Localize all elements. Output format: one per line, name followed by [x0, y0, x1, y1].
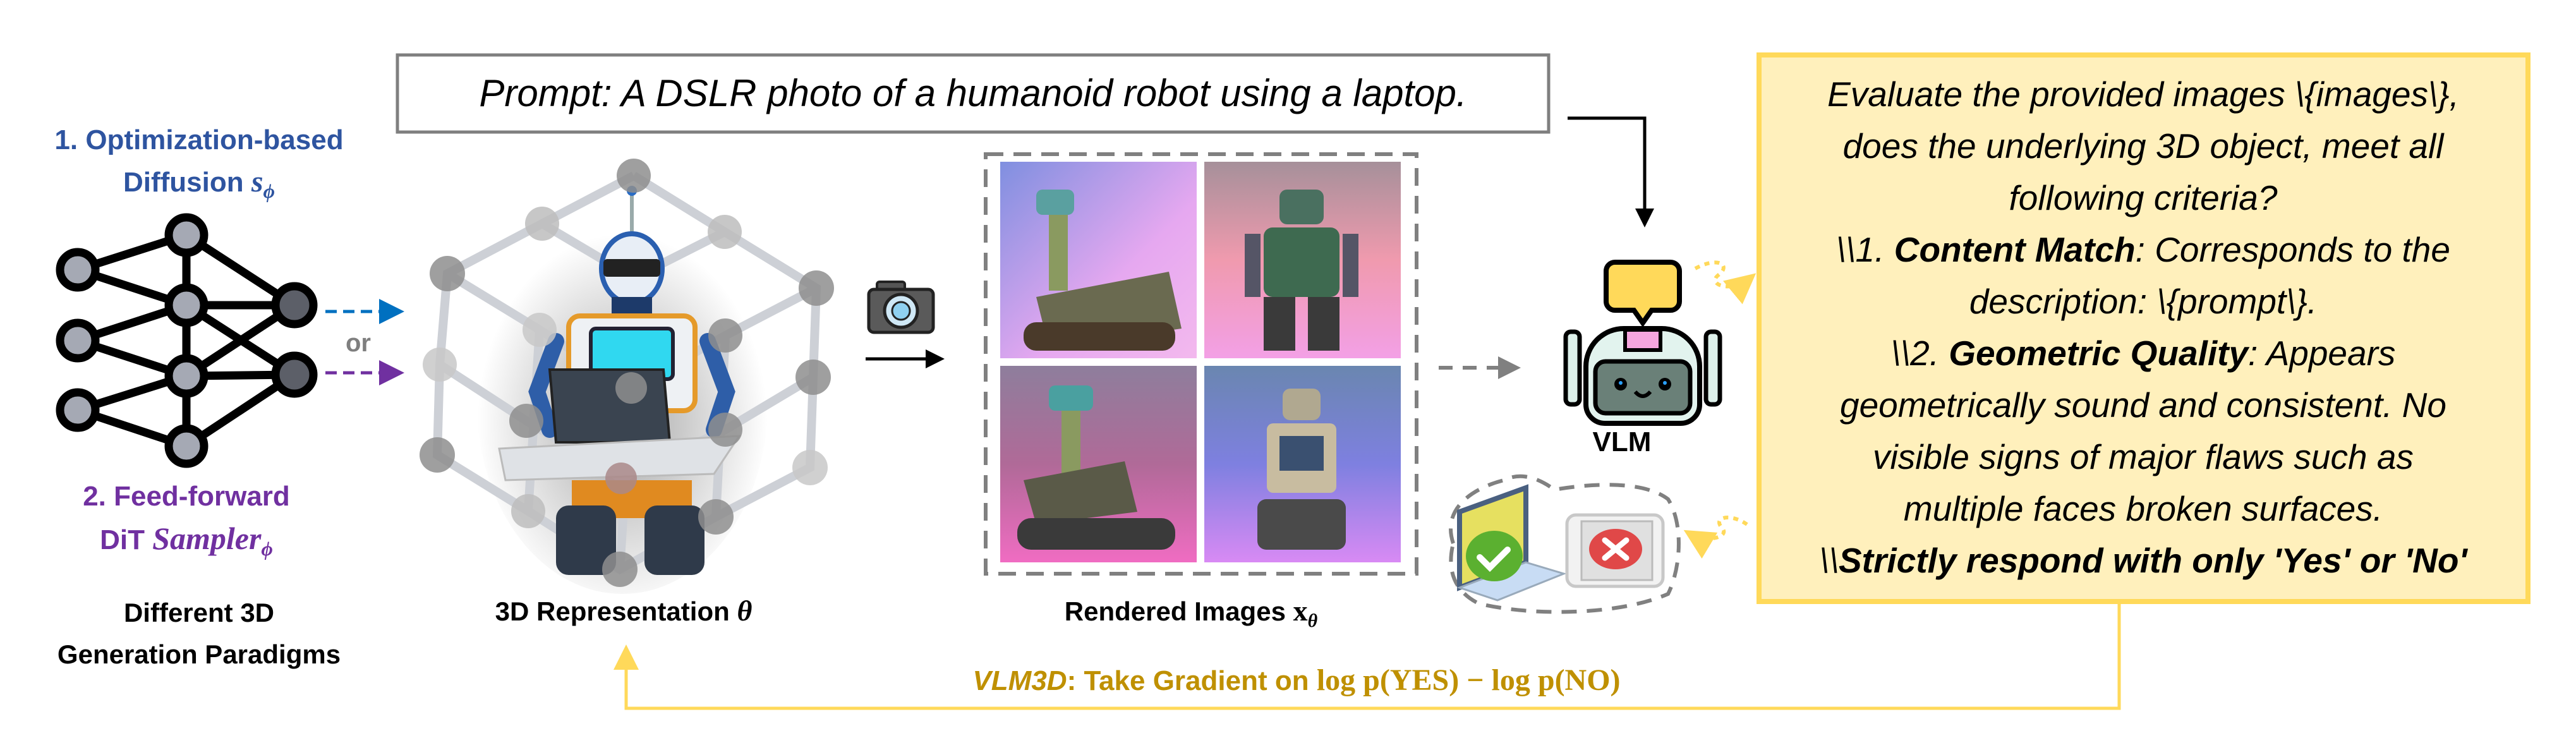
prompt-text: Prompt: A DSLR photo of a humanoid robot…	[479, 72, 1466, 114]
lattice-nodes	[420, 159, 834, 587]
rendered-image-2	[1204, 162, 1401, 358]
criterion-2-line-4: multiple faces broken surfaces.	[1904, 489, 2383, 528]
diffusion-label: Diffusion sϕ	[123, 165, 275, 202]
feedforward-label: 2. Feed-forward	[83, 481, 290, 512]
response-instruction: \\Strictly respond with only 'Yes' or 'N…	[1819, 541, 2468, 580]
prompt-box: Prompt: A DSLR photo of a humanoid robot…	[396, 53, 1551, 134]
3d-representation: 3D Representation θ	[420, 159, 834, 627]
criterion-2-line-2: geometrically sound and consistent. No	[1840, 385, 2446, 425]
robot-3d-object	[498, 186, 741, 575]
criterion-2: \\2. Geometric Quality: Appears	[1891, 334, 2396, 373]
gradient-feedback-label: VLM3D: Take Gradient on log p(YES) − log…	[972, 663, 1620, 697]
rendered-images: Rendered Images xθ	[984, 152, 1418, 631]
speech-bubble-icon	[1604, 260, 1682, 327]
judgment-cloud	[1449, 474, 1681, 614]
rendered-image-3	[1000, 366, 1197, 562]
phone-cross-icon	[1565, 513, 1665, 588]
paradigms-caption-line1: Different 3D	[124, 598, 274, 627]
or-label: or	[346, 329, 371, 357]
camera-icon	[867, 281, 935, 334]
optimization-label: 1. Optimization-based	[54, 124, 343, 155]
neural-network-icon	[56, 213, 318, 468]
criterion-2-line-3: visible signs of major flaws such as	[1873, 437, 2414, 476]
vlm-to-query-connector	[1694, 260, 1757, 305]
representation-label: 3D Representation θ	[495, 595, 753, 627]
dit-sampler-label: DiT Samplerϕ	[100, 521, 273, 560]
vlm-label: VLM	[1593, 426, 1652, 457]
query-line-2: does the underlying 3D object, meet all	[1843, 126, 2445, 166]
gradient-feedback-arrow	[614, 602, 2121, 710]
paradigms-panel: 1. Optimization-based Diffusion sϕ or 2.…	[54, 124, 404, 669]
vlm-robot-icon: VLM	[1563, 260, 1722, 457]
rendered-label: Rendered Images xθ	[1065, 595, 1318, 631]
prompt-to-vlm-arrow	[1568, 116, 1654, 227]
criterion-1: \\1. Content Match: Corresponds to the	[1836, 230, 2450, 269]
query-line-3: following criteria?	[2009, 178, 2278, 217]
query-to-judgment-connector	[1683, 516, 1748, 559]
laptop-check-icon	[1456, 484, 1567, 602]
paradigms-caption-line2: Generation Paradigms	[57, 639, 341, 669]
vlm-query-box: Evaluate the provided images \{images\},…	[1757, 52, 2531, 604]
rendered-image-1	[1000, 162, 1197, 358]
query-line-1: Evaluate the provided images \{images\},	[1827, 75, 2459, 114]
rendered-image-4	[1204, 366, 1401, 562]
criterion-1-line-2: description: \{prompt\}.	[1969, 282, 2317, 321]
